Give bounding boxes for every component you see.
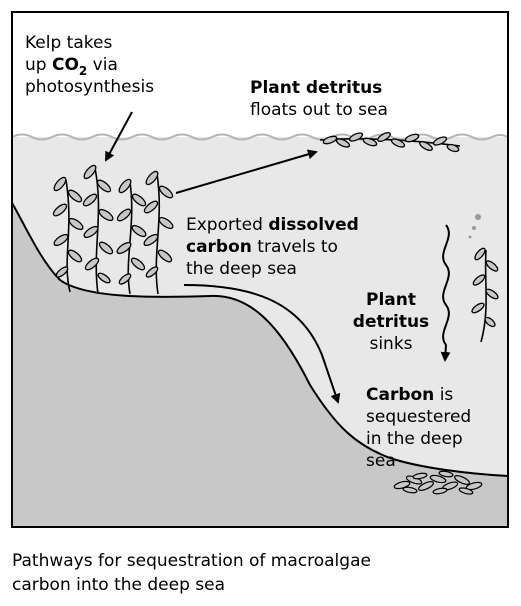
sequestered-label-line2: sequestered <box>366 407 471 427</box>
kelp-label-line2: up CO2 via <box>25 55 118 78</box>
dissolved-label-line1: Exported dissolved <box>186 215 359 235</box>
sequestered-label-line4: sea <box>366 451 396 471</box>
dissolved-carbon-label: Exported dissolved carbon travels to the… <box>186 215 359 279</box>
caption-line2: carbon into the deep sea <box>12 575 225 595</box>
detritus-pile <box>393 470 483 495</box>
kelp-label-line3: photosynthesis <box>25 77 154 97</box>
sinks-label-line3: sinks <box>369 334 412 354</box>
sinking-detritus <box>471 247 499 343</box>
seafloor <box>11 199 509 528</box>
floats-label-line1: Plant detritus <box>250 78 382 98</box>
caption-line1: Pathways for sequestration of macroalgae <box>12 551 371 571</box>
sinks-label-line2: detritus <box>353 312 429 332</box>
sequestered-label-line1: Carbon is <box>366 385 453 405</box>
kelp-forest <box>52 164 174 295</box>
dissolved-label-line2: carbon travels to <box>186 237 338 257</box>
sinks-label-line1: Plant <box>366 290 416 310</box>
arrow-kelp-uptake <box>105 111 133 162</box>
pathway-arrows <box>105 111 451 404</box>
diagram-frame <box>11 11 509 528</box>
figure-caption: Pathways for sequestration of macroalgae… <box>12 551 371 595</box>
kelp-label-line1: Kelp takes <box>25 33 112 53</box>
arrow-dissolved-carbon <box>183 284 341 404</box>
floating-detritus <box>319 131 461 153</box>
sequestered-label: Carbon is sequestered in the deep sea <box>366 385 471 471</box>
dissolved-label-line3: the deep sea <box>186 259 297 279</box>
bubbles <box>468 214 481 239</box>
arrow-floats-out <box>175 149 318 194</box>
arrow-detritus-sinks <box>440 224 451 362</box>
sea-surface-line <box>11 133 509 141</box>
sinks-label: Plant detritus sinks <box>353 290 429 354</box>
floats-label-line2: floats out to sea <box>250 100 388 120</box>
kelp-label: Kelp takes up CO2 via photosynthesis <box>25 33 154 97</box>
floats-label: Plant detritus floats out to sea <box>250 78 388 120</box>
sequestered-label-line3: in the deep <box>366 429 463 449</box>
